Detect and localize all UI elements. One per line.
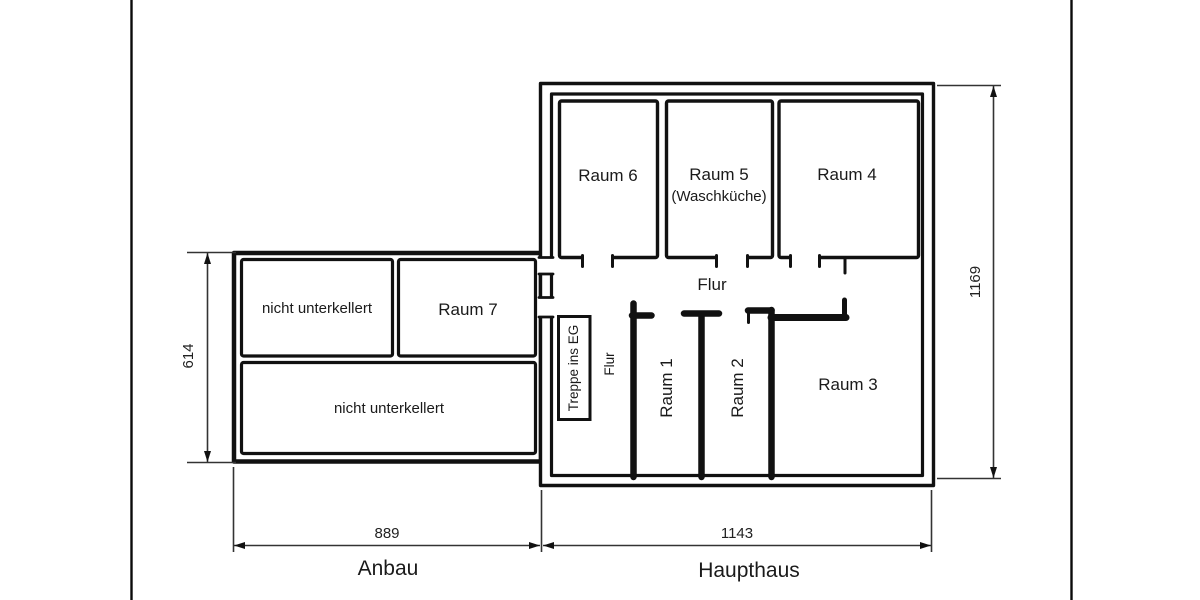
treppe-box	[557, 315, 592, 421]
dim-arrow-icon	[204, 451, 211, 462]
haupthaus-height-value: 1169	[967, 266, 984, 298]
dim-arrow-icon	[543, 542, 554, 549]
anbau-structure	[231, 250, 544, 464]
nicht-unterkellert-top-label: nicht unterkellert	[262, 300, 373, 317]
raum7-label: Raum 7	[438, 300, 498, 319]
flur-side-label: Flur	[602, 352, 617, 376]
raum5-sublabel: (Waschküche)	[671, 188, 766, 205]
dim-arrow-icon	[204, 253, 211, 264]
haupthaus-title: Haupthaus	[698, 559, 800, 582]
anbau-height-value: 614	[180, 343, 197, 368]
dimension-haupthaus-height: 1169	[937, 84, 1001, 480]
dim-arrow-icon	[529, 542, 540, 549]
raum6-label: Raum 6	[578, 166, 638, 185]
anbau-title: Anbau	[358, 557, 419, 580]
room-nicht-unterkellert-bottom	[239, 360, 538, 456]
top-row-door-openings	[581, 252, 847, 275]
dim-arrow-icon	[990, 467, 997, 478]
dimension-bottom-widths: 889 1143 Anbau Haupthaus	[232, 467, 933, 582]
anbau-width-value: 889	[374, 525, 399, 542]
dim-arrow-icon	[234, 542, 245, 549]
treppe-label: Treppe ins EG	[566, 325, 581, 412]
flur-main-label: Flur	[697, 275, 727, 294]
raum3-label: Raum 3	[818, 375, 878, 394]
dim-arrow-icon	[920, 542, 931, 549]
dimension-anbau-height: 614	[180, 251, 236, 464]
raum2-label: Raum 2	[728, 358, 747, 418]
room-raum4	[777, 99, 921, 260]
haupthaus-exterior-wall-inner	[549, 92, 925, 478]
haupthaus-structure	[538, 81, 936, 488]
raum1-label: Raum 1	[657, 358, 676, 418]
raum5-label: Raum 5	[689, 165, 749, 184]
nicht-unterkellert-bottom-label: nicht unterkellert	[334, 400, 445, 417]
room-raum7	[396, 257, 538, 358]
dim-arrow-icon	[990, 86, 997, 97]
raum4-label: Raum 4	[817, 165, 877, 184]
left-wall-door-openings	[537, 256, 555, 319]
bottom-row-walls	[628, 297, 850, 481]
haupthaus-width-value: 1143	[721, 525, 753, 542]
room-nicht-unterkellert-top	[239, 257, 395, 358]
haupthaus-exterior-wall-outer	[538, 81, 936, 488]
